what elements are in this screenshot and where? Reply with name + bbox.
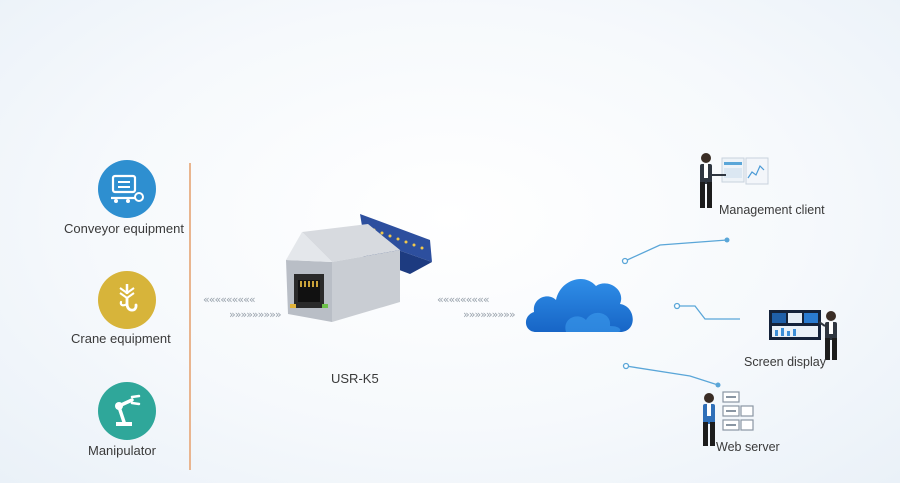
device-label: USR-K5 bbox=[331, 371, 379, 386]
cloud-icon bbox=[522, 268, 638, 334]
screen-display-label: Screen display bbox=[744, 355, 826, 369]
arrows-left-pointing: ««««««««« bbox=[203, 293, 256, 306]
conveyor-equipment-label: Conveyor equipment bbox=[64, 221, 184, 236]
arrows-right-pointing-2: »»»»»»»»» bbox=[463, 308, 516, 321]
screen-display-icon bbox=[767, 306, 843, 362]
divider-line bbox=[189, 163, 191, 470]
management-client-icon bbox=[694, 152, 770, 214]
arrows-left-pointing-2: ««««««««« bbox=[437, 293, 490, 306]
manipulator-icon bbox=[98, 382, 156, 440]
crane-equipment-label: Crane equipment bbox=[71, 331, 171, 346]
web-server-icon bbox=[697, 388, 757, 450]
management-client-label: Management client bbox=[719, 203, 825, 217]
manipulator-label: Manipulator bbox=[88, 443, 156, 458]
arrows-right-pointing: »»»»»»»»» bbox=[229, 308, 282, 321]
crane-equipment-icon bbox=[98, 271, 156, 329]
web-server-label: Web server bbox=[716, 440, 780, 454]
ethernet-module-icon bbox=[282, 204, 442, 332]
conveyor-equipment-icon bbox=[98, 160, 156, 218]
connector-lines bbox=[621, 237, 740, 388]
